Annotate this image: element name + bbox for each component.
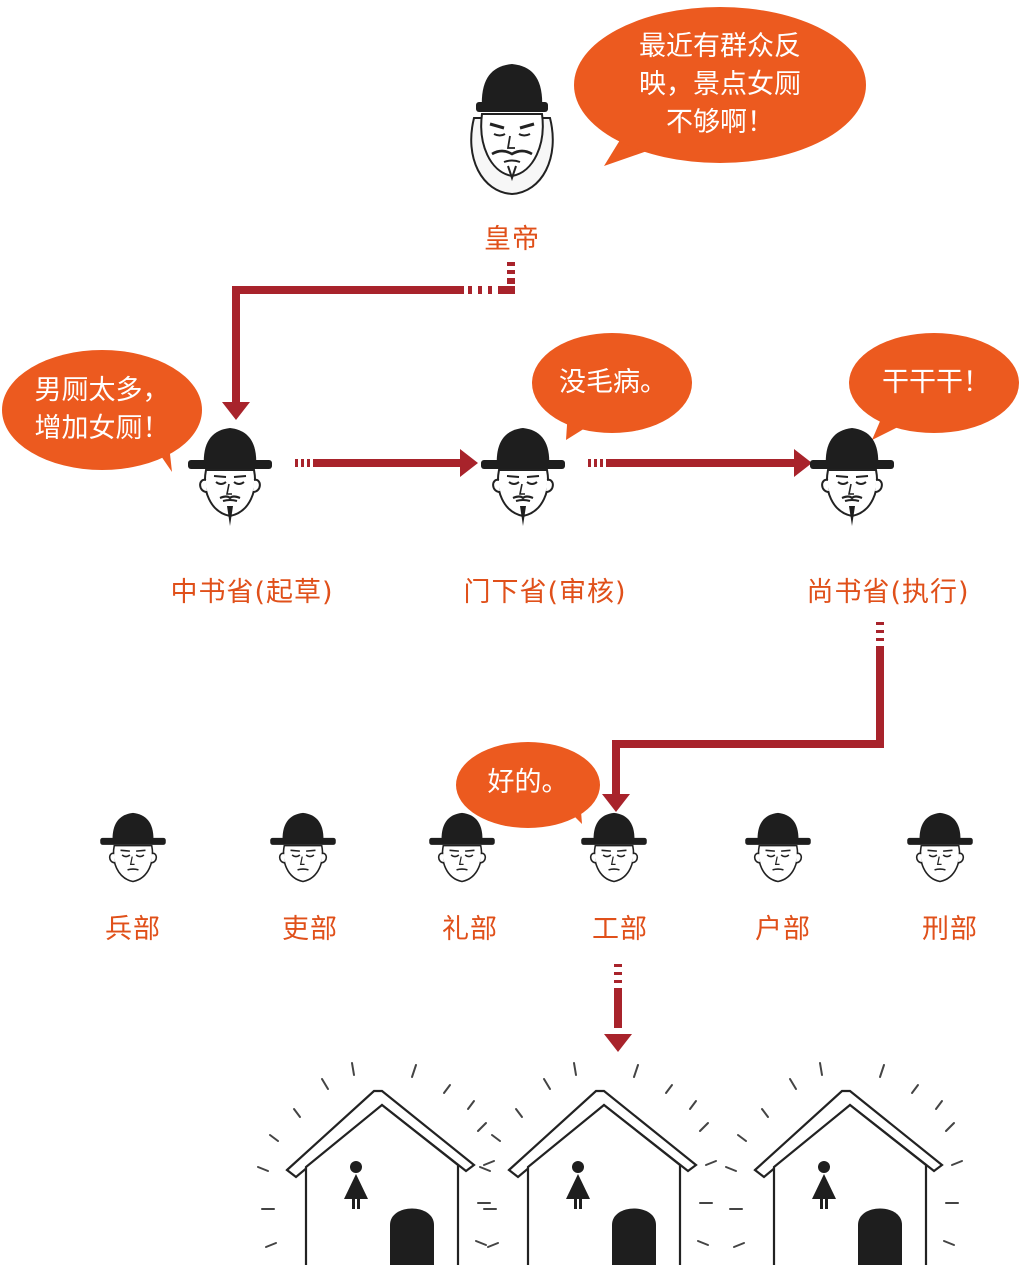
ministry-label-shangshu: 尚书省(执行) [806,577,970,608]
official-portrait-li-personnel [269,812,337,883]
emperor-speech-bubble [574,7,866,166]
arrows-layer [222,262,884,1052]
menxia-speech-line: 没毛病。 [559,367,667,398]
arrow-dash [614,980,622,983]
shangshu-speech-bubble [849,333,1019,440]
female-icon [724,1061,964,1269]
department-label-li-rites: 礼部 [442,914,498,945]
emperor-speech-line: 最近有群众反 [639,31,801,62]
department-label-bing: 兵部 [105,914,161,945]
arrow-head-down [604,1034,632,1052]
shangshu-speech-line: 干干干！ [882,367,990,398]
arrow-dash [488,286,492,294]
arrow-head-right [794,449,812,477]
official-portrait-xing [906,812,974,883]
arrow-dash [498,286,515,294]
emperor-speech-line: 映，景点女厕 [639,69,801,100]
arrow-segment [606,459,794,467]
arrow-segment [612,740,884,748]
gong-speech-line: 好的。 [487,767,569,798]
emperor-speech-bubble-body [574,7,866,163]
arrow-head-down [222,402,250,420]
arrow-dash [507,270,515,274]
menxia-speech: 没毛病。 [548,364,678,402]
menxia-speech-bubble-body [532,333,692,433]
emperor-speech-line: 不够啊！ [666,107,774,138]
arrow-dash [600,459,603,467]
zhongshu-speech-bubble-body [2,350,202,470]
official-portrait-hu [744,812,812,883]
arrow-dash [307,459,310,467]
official-portrait-bing [99,812,167,883]
zhongshu-speech: 男厕太多， 增加女厕！ [14,372,190,448]
arrow-dash [594,459,597,467]
arrow-dash [507,262,515,266]
department-label-li-personnel: 吏部 [282,914,338,945]
emperor-speech: 最近有群众反 映，景点女厕 不够啊！ [598,28,842,142]
arrow-dash [301,459,304,467]
arrow-dash [614,972,622,975]
toilet-hut [478,1061,718,1269]
shangshu-speech-bubble-tail [872,412,904,440]
gong-speech-bubble-body [456,742,600,828]
arrow-segment [232,286,464,294]
arrow-segment [612,740,620,796]
arrow-head-down [602,794,630,812]
shangshu-speech: 干干干！ [866,364,1006,402]
official-portrait-li-rites [428,812,496,883]
ministry-label-menxia: 门下省(审核) [463,577,627,608]
toilet-hut [256,1061,496,1269]
zhongshu-speech-bubble [2,350,202,472]
arrow-dash [295,459,298,467]
arrow-dash [588,459,591,467]
arrow-segment [876,646,884,748]
arrow-dash [876,622,884,625]
department-label-hu: 户部 [755,914,811,945]
emperor-portrait [469,62,555,196]
minister-portrait-menxia [481,428,565,526]
arrow-segment [232,286,240,404]
bubbles-layer [2,7,1019,828]
toilet-hut [724,1061,964,1269]
arrow-dash [876,638,884,641]
minister-portrait-zhongshu [188,428,272,526]
arrow-segment [614,988,622,1028]
gong-speech: 好的。 [466,764,590,802]
emperor-label: 皇帝 [484,224,540,255]
ministry-label-zhongshu: 中书省(起草) [170,577,334,608]
arrow-segment [313,459,461,467]
arrow-dash [507,278,515,284]
zhongshu-speech-line: 男厕太多， [34,375,170,406]
arrow-dash [478,286,482,294]
minister-portrait-shangshu [810,428,894,526]
menxia-speech-bubble [532,333,692,440]
female-icon [478,1061,718,1269]
arrow-dash [876,630,884,633]
official-portrait-gong [580,812,648,883]
zhongshu-speech-line: 增加女厕！ [34,413,170,444]
shangshu-speech-bubble-body [849,333,1019,433]
department-label-gong: 工部 [592,914,648,945]
arrow-head-right [460,449,478,477]
department-label-xing: 刑部 [922,914,978,945]
arrow-dash [614,964,622,967]
gong-speech-bubble [456,742,600,828]
female-icon [256,1061,496,1269]
arrow-dash [468,286,472,294]
